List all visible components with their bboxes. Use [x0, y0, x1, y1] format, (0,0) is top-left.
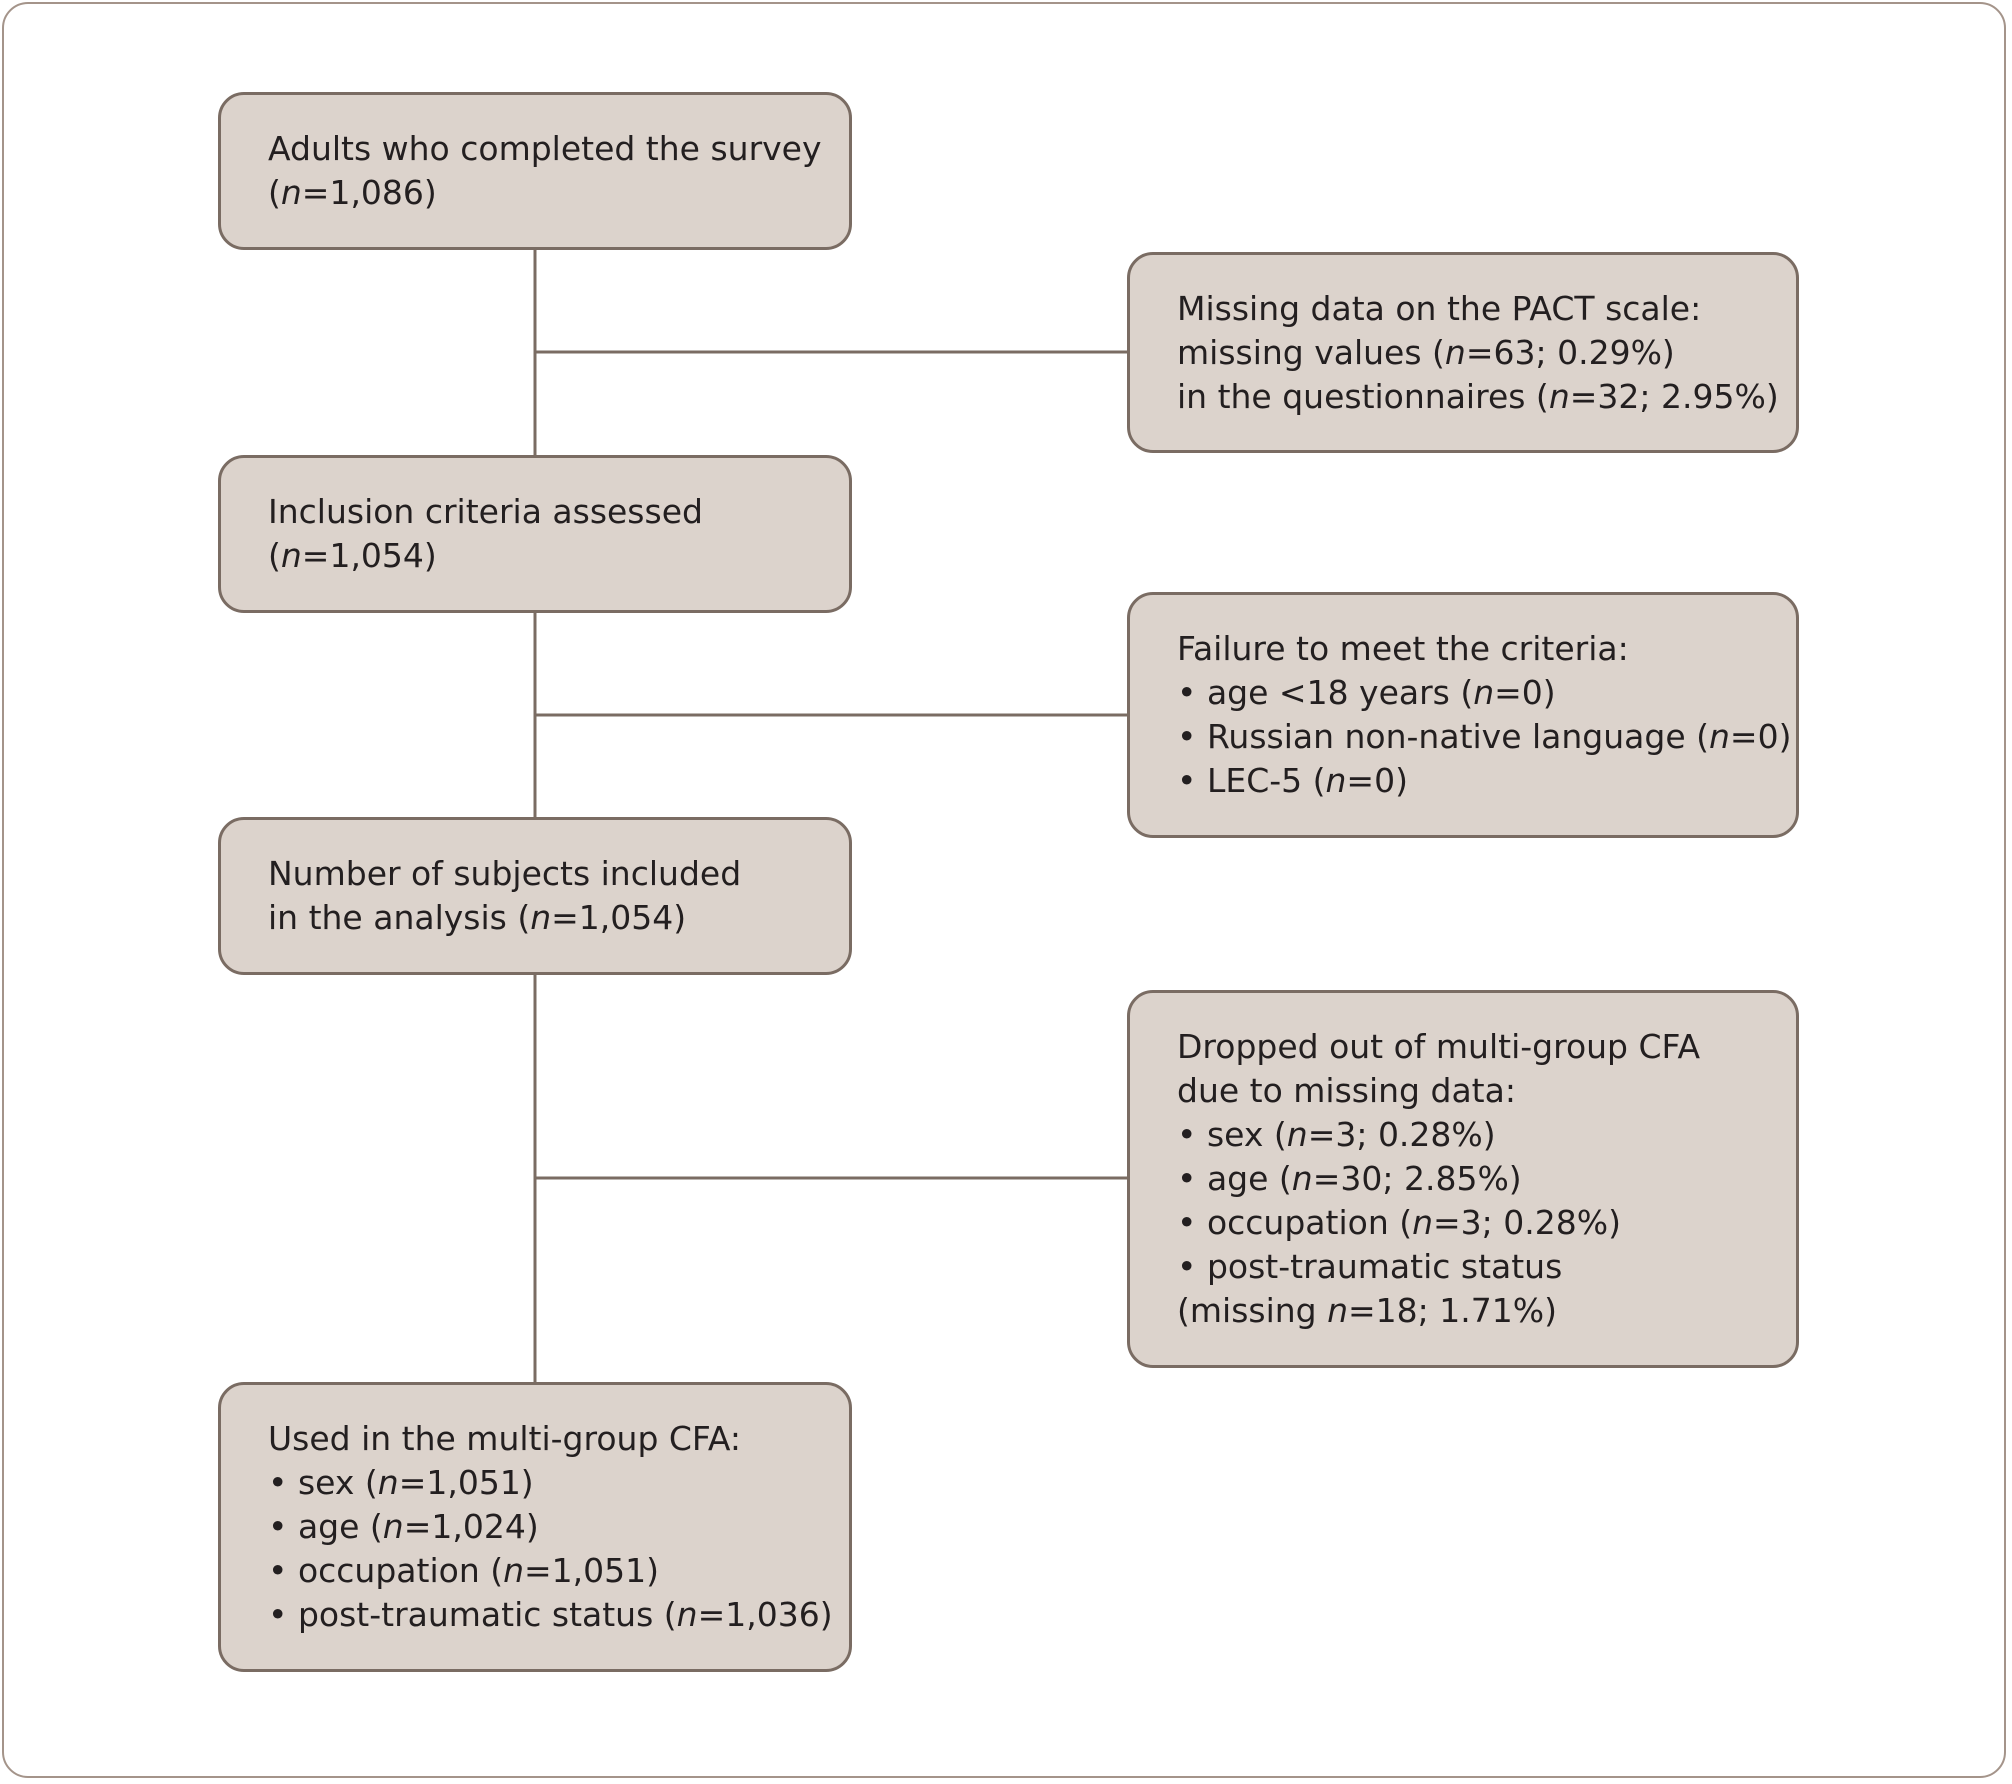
box-dropped-out: Dropped out of multi-group CFA due to mis…	[1127, 990, 1799, 1368]
box-text-line: Used in the multi-group CFA:	[268, 1419, 741, 1458]
box-text-line: Dropped out of multi-group CFA	[1177, 1027, 1701, 1066]
box-text-line: (n=1,086)	[268, 173, 437, 212]
box-inclusion-criteria: Inclusion criteria assessed (n=1,054)	[218, 455, 852, 613]
box-text-line: • Russian non-native language (n=0)	[1177, 717, 1792, 756]
box-used-in-cfa: Used in the multi-group CFA: • sex (n=1,0…	[218, 1382, 852, 1672]
box-text-line: due to missing data:	[1177, 1071, 1516, 1110]
box-text-line: Inclusion criteria assessed	[268, 492, 703, 531]
box-text-line: • age (n=30; 2.85%)	[1177, 1159, 1522, 1198]
box-text-line: • LEC-5 (n=0)	[1177, 761, 1408, 800]
box-text-line: • age (n=1,024)	[268, 1507, 539, 1546]
box-text-line: Failure to meet the criteria:	[1177, 629, 1629, 668]
box-text-line: • sex (n=1,051)	[268, 1463, 534, 1502]
box-text-line: (missing n=18; 1.71%)	[1177, 1291, 1557, 1330]
box-text-line: missing values (n=63; 0.29%)	[1177, 333, 1675, 372]
box-text-line: in the questionnaires (n=32; 2.95%)	[1177, 377, 1779, 416]
box-text-line: (n=1,054)	[268, 536, 437, 575]
box-text-line: Adults who completed the survey	[268, 129, 822, 168]
box-subjects-included: Number of subjects included in the analys…	[218, 817, 852, 975]
box-text-line: • post-traumatic status (n=1,036)	[268, 1595, 833, 1634]
box-text-line: Missing data on the PACT scale:	[1177, 289, 1702, 328]
box-missing-pact-data: Missing data on the PACT scale: missing v…	[1127, 252, 1799, 453]
box-completed-survey: Adults who completed the survey (n=1,086)	[218, 92, 852, 250]
box-text-line: • sex (n=3; 0.28%)	[1177, 1115, 1496, 1154]
box-text-line: in the analysis (n=1,054)	[268, 898, 687, 937]
box-text-line: • occupation (n=3; 0.28%)	[1177, 1203, 1621, 1242]
box-text-line: • occupation (n=1,051)	[268, 1551, 660, 1590]
box-text-line: • age <18 years (n=0)	[1177, 673, 1556, 712]
box-failure-criteria: Failure to meet the criteria: • age <18 y…	[1127, 592, 1799, 838]
box-text-line: Number of subjects included	[268, 854, 742, 893]
box-text-line: • post-traumatic status	[1177, 1247, 1563, 1286]
